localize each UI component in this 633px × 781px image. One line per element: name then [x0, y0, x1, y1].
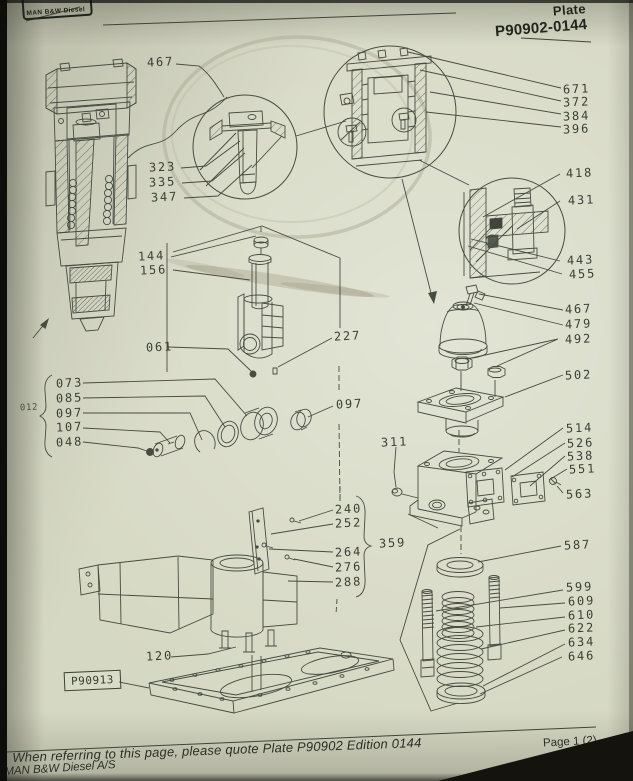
part-label: 085 — [55, 390, 84, 406]
pump-body-baseplate-drawing — [78, 554, 395, 714]
part-label: 492 — [564, 331, 593, 347]
detail-circle-housing — [323, 45, 562, 304]
part-label: 107 — [55, 419, 84, 435]
spindle-assembly-drawing — [166, 225, 341, 378]
part-label: 288 — [334, 574, 363, 590]
scan-edge-left — [0, 0, 7, 781]
part-label: 646 — [567, 648, 596, 664]
part-label: 599 — [565, 579, 594, 595]
ref-plate-box: P90913 — [63, 669, 122, 692]
scan-edge-top — [0, 0, 633, 3]
part-label: 144 — [137, 248, 166, 264]
part-label: 455 — [568, 266, 597, 282]
part-label: 563 — [565, 486, 594, 502]
part-label: 502 — [564, 367, 593, 383]
part-label: 120 — [145, 648, 174, 664]
spring-assembly-drawing — [399, 528, 566, 712]
part-label: 311 — [380, 434, 409, 450]
part-label: 227 — [333, 328, 362, 344]
part-label: 264 — [334, 544, 363, 560]
part-label: 048 — [55, 434, 84, 450]
detail-circle-stud — [458, 173, 566, 285]
plate-bracket-drawing — [248, 486, 373, 615]
part-label: 396 — [562, 121, 591, 137]
part-label: 276 — [334, 559, 363, 575]
sectioned-valve-drawing — [32, 58, 137, 339]
page-rules — [5, 6, 597, 753]
part-label: 443 — [566, 252, 595, 268]
part-label: 551 — [568, 461, 597, 477]
part-label: 431 — [567, 192, 596, 208]
part-label: 467 — [564, 301, 593, 317]
part-label: 252 — [334, 515, 363, 531]
scan-edge-bottom — [0, 773, 633, 781]
seal-parts-drawing — [38, 366, 341, 502]
part-label: 514 — [565, 420, 594, 436]
scan-edge-right — [629, 0, 633, 781]
dome-assembly-drawing — [416, 284, 564, 452]
part-label: 479 — [564, 316, 593, 332]
part-label-group: 012 — [19, 402, 39, 414]
part-label: 467 — [146, 54, 175, 70]
part-label: 156 — [139, 262, 168, 278]
paper-stains — [162, 35, 432, 298]
logo-text: MAN B&W Diesel — [26, 5, 86, 17]
part-label: 061 — [145, 339, 174, 355]
part-label-group: 359 — [378, 535, 407, 551]
valve-block-drawing — [391, 427, 568, 554]
ref-plate-number: P90913 — [70, 673, 115, 688]
part-label: 418 — [565, 165, 594, 181]
part-label: 347 — [150, 189, 179, 205]
part-label: 587 — [563, 537, 592, 553]
detail-circle-bolt — [127, 63, 347, 200]
part-label: 073 — [55, 375, 84, 391]
part-label: 323 — [148, 159, 177, 175]
part-label: 335 — [148, 174, 177, 190]
part-label: 097 — [335, 396, 364, 412]
